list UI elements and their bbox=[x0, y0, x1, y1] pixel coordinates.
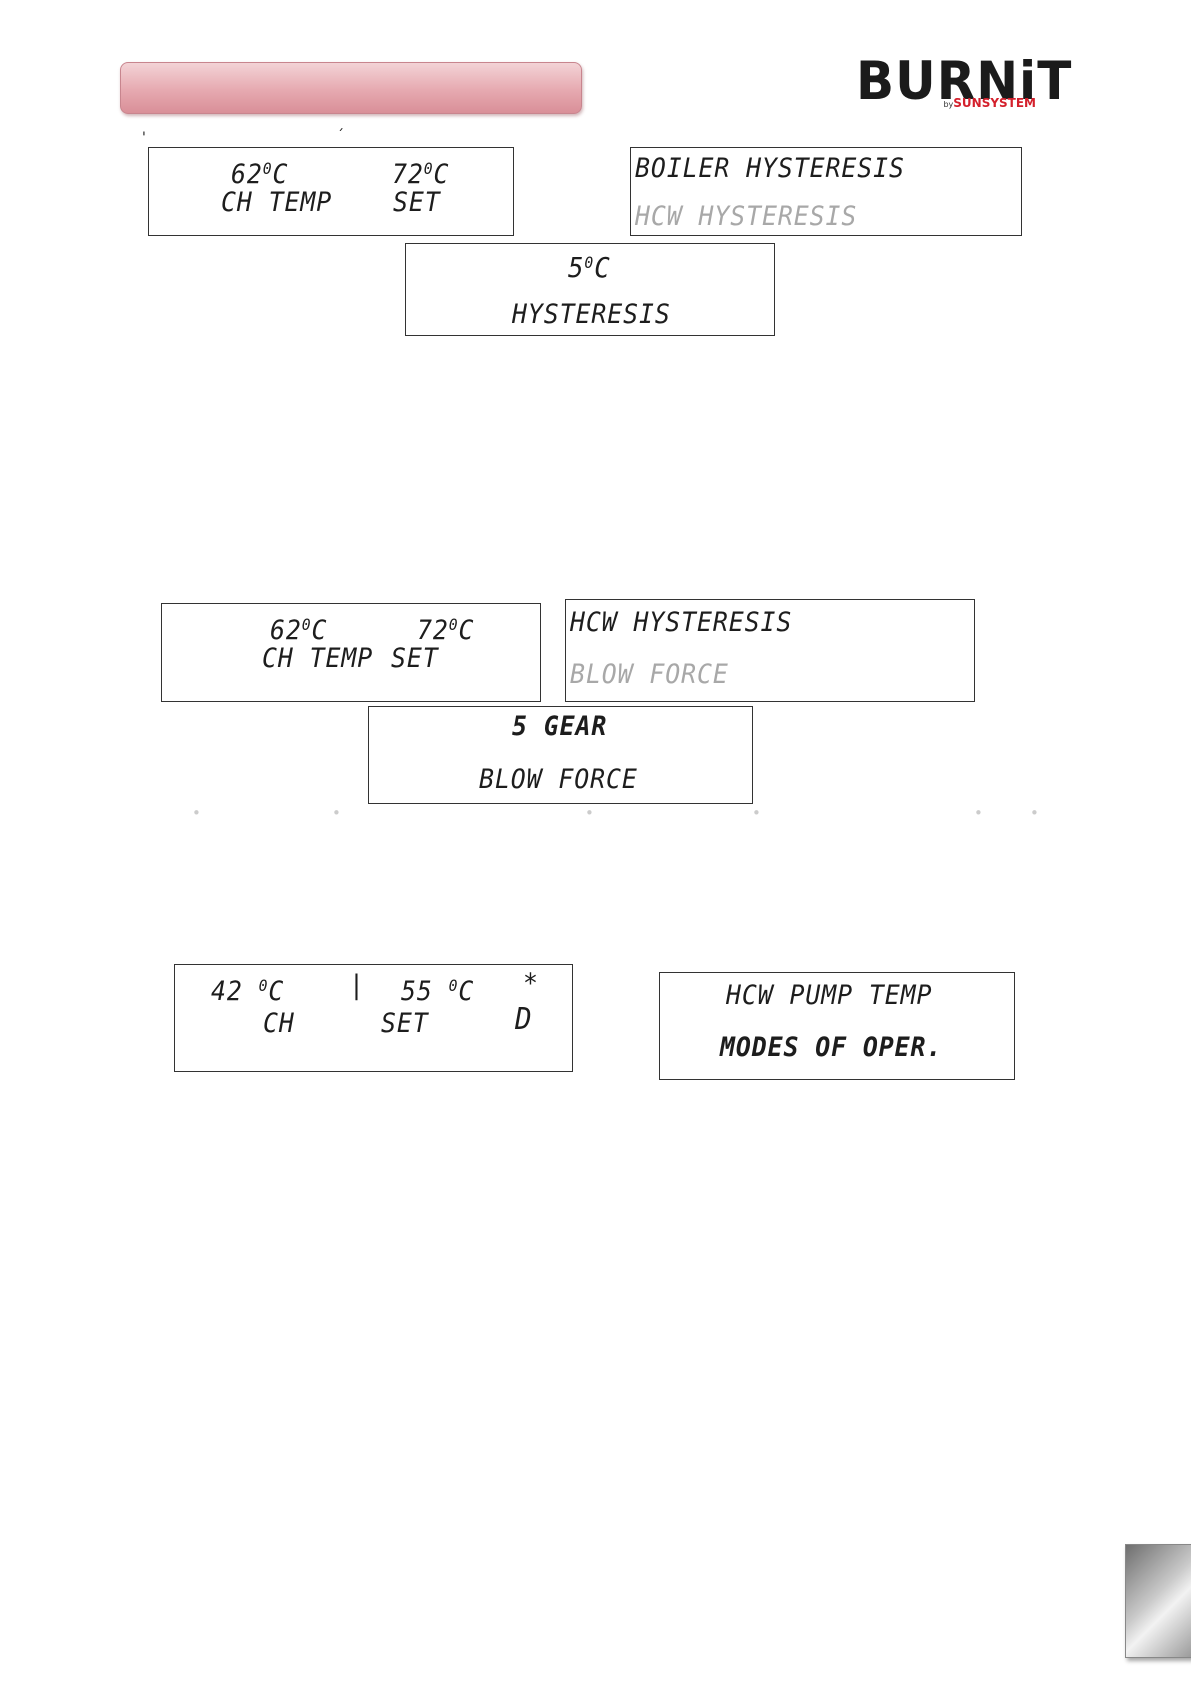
lcd-display-ch-temp: 620C 720C CH TEMP SET bbox=[161, 603, 541, 702]
tick-mark: ´ bbox=[337, 128, 344, 144]
lcd-set-temp-value: 720C bbox=[392, 159, 450, 190]
lcd-ch-temp-value: 42 0C bbox=[211, 976, 285, 1007]
section-header-bar bbox=[120, 62, 582, 114]
lcd-label-set: SET bbox=[381, 1008, 429, 1039]
lcd-display-modes: HCW PUMP TEMP MODES OF OPER. bbox=[659, 972, 1015, 1080]
lcd-modes-of-operation: MODES OF OPER. bbox=[720, 1032, 943, 1063]
lcd-menu-selected: HCW HYSTERESIS bbox=[570, 607, 793, 638]
lcd-label-set: SET bbox=[393, 187, 441, 218]
lcd-menu-selected: BOILER HYSTERESIS bbox=[635, 153, 905, 184]
lcd-hysteresis-label: HYSTERESIS bbox=[512, 299, 671, 330]
lcd-label-ch-temp: CH TEMP bbox=[221, 187, 333, 218]
tick-mark: ' bbox=[142, 130, 146, 146]
lcd-ch-temp-value: 620C bbox=[270, 615, 328, 646]
lcd-menu-next: BLOW FORCE bbox=[570, 659, 729, 690]
lcd-display-hysteresis: 50C HYSTERESIS bbox=[405, 243, 775, 336]
cropped-text-fragments: • • • • • • bbox=[192, 804, 1039, 822]
lcd-blow-force-value: 5 GEAR bbox=[512, 711, 608, 742]
lcd-hysteresis-value: 50C bbox=[568, 251, 611, 284]
lcd-display-menu: HCW HYSTERESIS BLOW FORCE bbox=[565, 599, 975, 702]
page-corner-tab bbox=[1125, 1544, 1191, 1658]
lcd-display-menu: BOILER HYSTERESIS HCW HYSTERESIS bbox=[630, 147, 1022, 236]
lcd-label-ch-temp: CH TEMP bbox=[262, 643, 374, 674]
lcd-set-temp-value: 720C bbox=[417, 615, 475, 646]
lcd-separator: | bbox=[349, 970, 365, 1001]
lcd-mode-indicator: D bbox=[515, 1002, 533, 1037]
lcd-blow-force-label: BLOW FORCE bbox=[479, 764, 638, 795]
lcd-label-ch: CH bbox=[263, 1008, 295, 1039]
lcd-hcw-pump-temp: HCW PUMP TEMP bbox=[726, 980, 933, 1011]
lcd-display-main-status: 42 0C | 55 0C * CH SET D bbox=[174, 964, 573, 1072]
burnit-logo: BURNiT bySUNSYSTEM bbox=[856, 55, 1071, 112]
lcd-set-temp-value: 55 0C bbox=[401, 976, 475, 1007]
lcd-display-ch-temp: 620C 720C CH TEMP SET bbox=[148, 147, 514, 236]
logo-wordmark: BURNiT bbox=[856, 50, 1073, 112]
logo-subbrand: bySUNSYSTEM bbox=[943, 96, 1036, 110]
lcd-ch-temp-value: 620C bbox=[231, 159, 289, 190]
lcd-menu-next: HCW HYSTERESIS bbox=[635, 201, 858, 232]
lcd-star-indicator: * bbox=[523, 968, 539, 999]
lcd-display-blow-force: 5 GEAR BLOW FORCE bbox=[368, 706, 753, 804]
lcd-label-set: SET bbox=[391, 643, 439, 674]
